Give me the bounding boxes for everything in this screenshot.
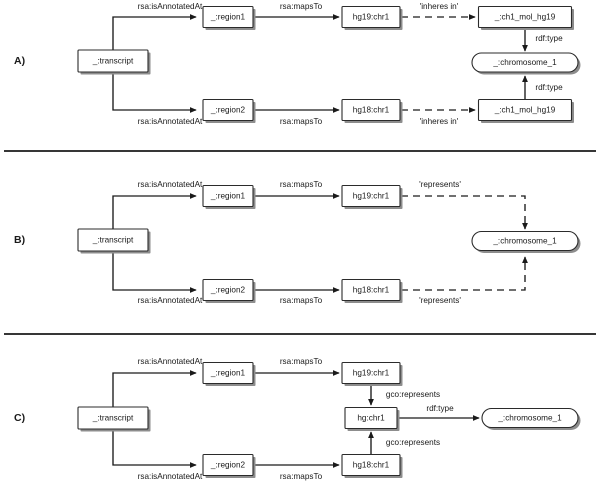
link-transcript-to-region1 xyxy=(112,14,197,50)
node-b-region2-label: _:region2 xyxy=(210,286,246,295)
panel-c: C) rsa:isAnnotatedAt rsa:mapsTo gco:repr… xyxy=(14,357,581,481)
edge-label-c-isannotatedat-bottom: rsa:isAnnotatedAt xyxy=(138,472,203,481)
node-b-region1-label: _:region1 xyxy=(210,192,246,201)
node-b-hg18chr1-label: hg18:chr1 xyxy=(353,286,390,295)
node-a-hg18chr1[interactable]: hg18:chr1 xyxy=(341,98,403,124)
node-a-region2[interactable]: _:region2 xyxy=(202,98,256,124)
node-c-transcript-label: _:transcript xyxy=(92,414,134,423)
node-b-hg19chr1[interactable]: hg19:chr1 xyxy=(341,184,403,210)
node-b-transcript[interactable]: _:transcript xyxy=(77,228,151,254)
edge-label-a-isannotatedat-bottom: rsa:isAnnotatedAt xyxy=(138,117,203,126)
node-a-hg19chr1-label: hg19:chr1 xyxy=(353,13,390,22)
edge-label-c-gco-represents-bottom: gco:represents xyxy=(386,438,440,447)
edge-label-b-mapsto-top: rsa:mapsTo xyxy=(280,180,323,189)
panel-a: A) rsa:isAnnotatedAt rsa:mapsTo 'inheres… xyxy=(14,2,581,126)
node-a-chromosome-1-label: _:chromosome_1 xyxy=(492,58,557,67)
node-c-hgchr1[interactable]: hg:chr1 xyxy=(344,406,400,432)
node-c-transcript[interactable]: _:transcript xyxy=(77,406,151,432)
node-b-hg19chr1-label: hg19:chr1 xyxy=(353,192,390,201)
node-c-hg19chr1-label: hg19:chr1 xyxy=(353,369,390,378)
edge-label-c-mapsto-bottom: rsa:mapsTo xyxy=(280,472,323,481)
edge-label-b-isannotatedat-top: rsa:isAnnotatedAt xyxy=(138,180,203,189)
node-b-region2[interactable]: _:region2 xyxy=(202,278,256,304)
node-a-ch1-mol-hg19-bottom-label: _:ch1_mol_hg19 xyxy=(494,106,556,115)
node-a-transcript[interactable]: _:transcript xyxy=(77,49,151,75)
node-c-region2-label: _:region2 xyxy=(210,461,246,470)
edge-label-a-isannotatedat-top: rsa:isAnnotatedAt xyxy=(138,2,203,11)
edge-label-a-rdftype-bottom: rdf:type xyxy=(535,83,563,92)
node-a-ch1-mol-hg19-top[interactable]: _:ch1_mol_hg19 xyxy=(477,5,575,31)
edge-label-c-isannotatedat-top: rsa:isAnnotatedAt xyxy=(138,357,203,366)
link-c-transcript-to-region1 xyxy=(112,370,197,407)
edge-label-c-mapsto-top: rsa:mapsTo xyxy=(280,357,323,366)
node-b-chromosome-1[interactable]: _:chromosome_1 xyxy=(471,230,581,254)
edge-label-c-rdftype: rdf:type xyxy=(426,404,454,413)
panel-b-label: B) xyxy=(14,234,25,246)
edge-label-a-inheres-in-top: 'inheres in' xyxy=(420,2,459,11)
link-b-transcript-to-region1 xyxy=(112,193,197,229)
link-b-transcript-to-region2 xyxy=(112,251,197,293)
node-c-chromosome-1[interactable]: _:chromosome_1 xyxy=(481,407,581,431)
node-a-hg19chr1[interactable]: hg19:chr1 xyxy=(341,5,403,31)
edge-label-c-gco-represents-top: gco:represents xyxy=(386,390,440,399)
panel-a-label: A) xyxy=(14,55,25,67)
node-c-hgchr1-label: hg:chr1 xyxy=(357,414,385,423)
panel-b: B) rsa:isAnnotatedAt rsa:mapsTo 'represe… xyxy=(14,180,581,305)
node-a-hg18chr1-label: hg18:chr1 xyxy=(353,106,390,115)
node-b-transcript-label: _:transcript xyxy=(92,236,134,245)
link-transcript-to-region2 xyxy=(112,72,197,113)
node-c-hg19chr1[interactable]: hg19:chr1 xyxy=(341,361,403,387)
node-c-region1-label: _:region1 xyxy=(210,369,246,378)
node-c-hg18chr1-label: hg18:chr1 xyxy=(353,461,390,470)
node-a-chromosome-1[interactable]: _:chromosome_1 xyxy=(471,52,581,75)
link-b-hg19-represents-chromosome xyxy=(401,195,528,230)
edge-label-b-represents-top: 'represents' xyxy=(419,180,461,189)
node-b-hg18chr1[interactable]: hg18:chr1 xyxy=(341,278,403,304)
node-a-region2-label: _:region2 xyxy=(210,106,246,115)
edge-label-a-mapsto-bottom: rsa:mapsTo xyxy=(280,117,323,126)
edge-label-b-isannotatedat-bottom: rsa:isAnnotatedAt xyxy=(138,296,203,305)
node-a-ch1-mol-hg19-top-label: _:ch1_mol_hg19 xyxy=(494,13,556,22)
node-a-transcript-label: _:transcript xyxy=(92,57,134,66)
node-b-region1[interactable]: _:region1 xyxy=(202,184,256,210)
node-c-region1[interactable]: _:region1 xyxy=(202,361,256,387)
edge-label-a-mapsto-top: rsa:mapsTo xyxy=(280,2,323,11)
edge-label-b-mapsto-bottom: rsa:mapsTo xyxy=(280,296,323,305)
panel-b-links xyxy=(112,193,528,293)
node-a-region1-label: _:region1 xyxy=(210,13,246,22)
link-b-hg18-represents-chromosome xyxy=(401,256,528,291)
panel-a-links xyxy=(112,14,528,113)
node-a-ch1-mol-hg19-bottom[interactable]: _:ch1_mol_hg19 xyxy=(477,98,575,124)
node-c-hg18chr1[interactable]: hg18:chr1 xyxy=(341,453,403,479)
node-a-region1[interactable]: _:region1 xyxy=(202,5,256,31)
edge-label-a-rdftype-top: rdf:type xyxy=(535,34,563,43)
node-c-chromosome-1-label: _:chromosome_1 xyxy=(497,414,562,423)
node-c-region2[interactable]: _:region2 xyxy=(202,453,256,479)
panel-c-links xyxy=(112,370,480,468)
edge-label-b-represents-bottom: 'represents' xyxy=(419,296,461,305)
panel-c-label: C) xyxy=(14,412,25,424)
edge-label-a-inheres-in-bottom: 'inheres in' xyxy=(420,117,459,126)
node-b-chromosome-1-label: _:chromosome_1 xyxy=(492,237,557,246)
link-c-transcript-to-region2 xyxy=(112,429,197,468)
